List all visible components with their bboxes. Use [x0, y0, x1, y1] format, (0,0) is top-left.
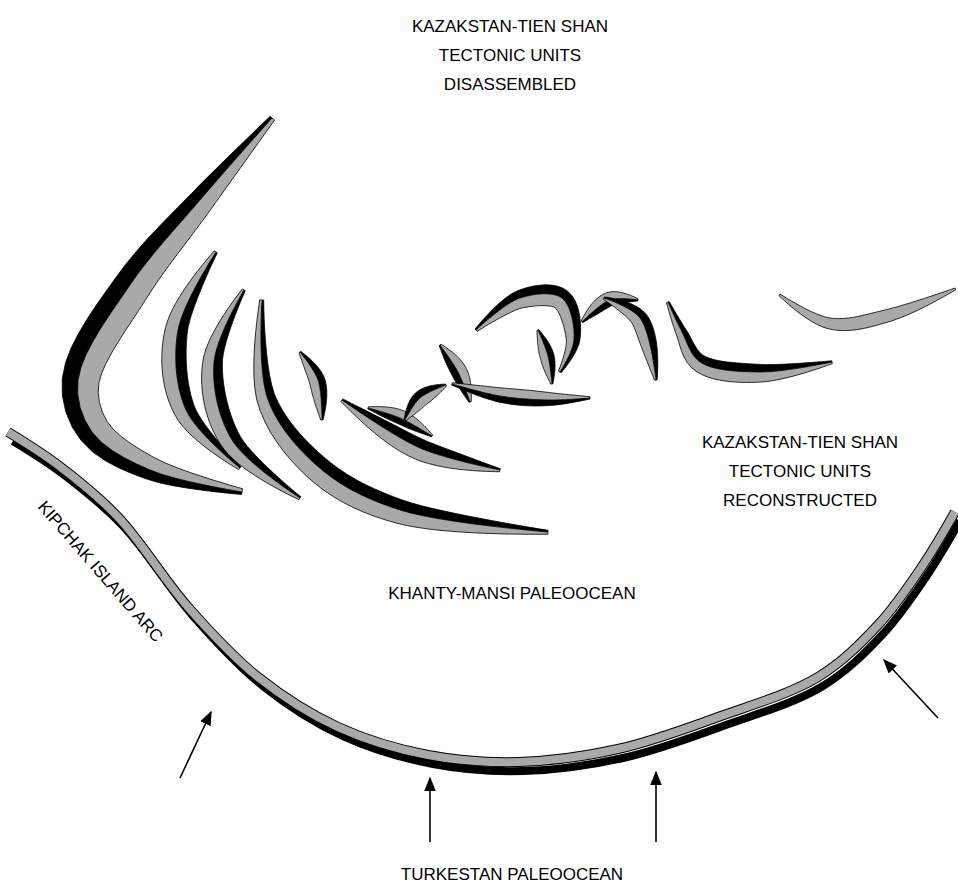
unit-grey-band: [779, 288, 956, 331]
unit-heading: KAZAKSTAN-TIEN SHAN TECTONIC UNITS RECON…: [675, 428, 925, 515]
unit-grey-band: [537, 330, 552, 384]
unit-grey-band: [78, 118, 275, 492]
unit-black-band: [475, 285, 581, 373]
unit-grey-band: [254, 300, 548, 534]
unit-grey-band: [440, 344, 471, 402]
ocean-label: TURKESTAN PALEOOCEAN: [322, 863, 702, 887]
unit-black-band: [604, 297, 658, 380]
unit-grey-band: [476, 294, 574, 372]
convergence-arrows: [180, 660, 938, 842]
unit-grey-band: [341, 400, 500, 472]
unit-grey-band: [299, 352, 322, 420]
arrow: [884, 660, 938, 718]
arc-black-band: [13, 441, 958, 771]
unit-grey-band: [202, 289, 300, 500]
ocean-label: KHANTY-MANSI PALEOOCEAN: [322, 582, 702, 606]
unit-grey-band: [452, 383, 590, 400]
reconstructed-arc: [8, 432, 958, 771]
unit-black-band: [404, 384, 446, 420]
arrow: [429, 778, 431, 842]
arc-grey-band: [8, 432, 955, 762]
unit-grey-band: [604, 298, 656, 380]
arc-outline: [8, 432, 955, 762]
unit-black-band: [261, 300, 548, 532]
arrow: [180, 712, 211, 778]
unit-heading: KAZAKSTAN-TIEN SHAN TECTONIC UNITS DISAS…: [385, 12, 635, 99]
disassembled-units: [62, 116, 955, 534]
unit-grey-band: [368, 407, 433, 436]
arrow: [655, 772, 657, 842]
unit-grey-band: [405, 385, 446, 421]
